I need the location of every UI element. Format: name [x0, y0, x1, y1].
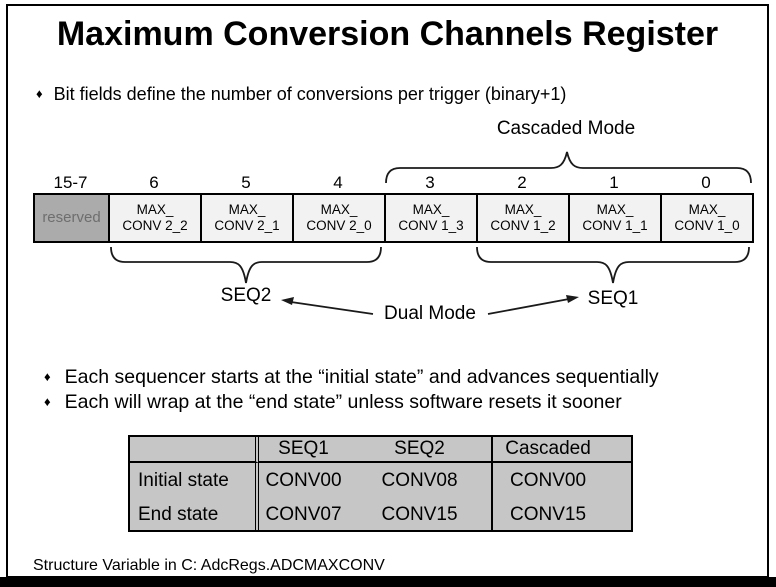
bullet-item: ♦ Each sequencer starts at the “initial …	[44, 366, 659, 389]
register-field: MAX_ CONV 1_1	[568, 193, 662, 243]
table-cell: CONV08	[376, 463, 493, 498]
register-field: MAX_ CONV 2_0	[292, 193, 386, 243]
footer-note: Structure Variable in C: AdcRegs.ADCMAXC…	[33, 557, 385, 574]
field-label-line2: CONV 1_2	[490, 218, 556, 233]
bullet-diamond-icon: ♦	[44, 369, 51, 384]
bullet-text: Each sequencer starts at the “initial st…	[64, 366, 659, 388]
register-field: MAX_ CONV 1_3	[384, 193, 478, 243]
field-label-line1: MAX_	[688, 202, 726, 217]
cascaded-mode-label: Cascaded Mode	[496, 118, 636, 139]
register-field: MAX_ CONV 2_2	[108, 193, 202, 243]
table-header-cascaded: Cascaded	[493, 437, 631, 463]
bullet-text: Each will wrap at the “end state” unless…	[64, 391, 622, 413]
bottom-black-bar	[0, 577, 776, 587]
dual-mode-label: Dual Mode	[384, 303, 476, 324]
register-bitfield-diagram: reserved MAX_ CONV 2_2 MAX_ CONV 2_1 MAX…	[33, 193, 754, 243]
table-cell: CONV07	[265, 504, 342, 525]
bit-number-label: 4	[333, 173, 343, 192]
bit-number-label: 1	[609, 173, 619, 192]
bit-number-label: 5	[241, 173, 251, 192]
field-label: reserved	[42, 209, 101, 226]
field-label-line1: MAX_	[136, 202, 174, 217]
bullet-diamond-icon: ♦	[36, 86, 43, 101]
bullet-diamond-icon: ♦	[44, 394, 51, 409]
field-label-line2: CONV 2_2	[122, 218, 188, 233]
table-cell: CONV15	[376, 498, 493, 532]
table-header-empty	[130, 437, 259, 463]
register-field-reserved: reserved	[33, 193, 110, 243]
field-label-line1: MAX_	[228, 202, 266, 217]
bit-number-label: 2	[517, 173, 527, 192]
page-title: Maximum Conversion Channels Register	[56, 15, 719, 53]
bit-number-label: 3	[425, 173, 435, 192]
bullet-item: ♦ Bit fields define the number of conver…	[36, 84, 566, 105]
bit-number-label: 0	[701, 173, 711, 192]
seq2-label: SEQ2	[220, 285, 272, 306]
field-label-line1: MAX_	[320, 202, 358, 217]
table-header-seq2: SEQ2	[376, 437, 493, 463]
table-header-seq1: SEQ1	[259, 437, 376, 463]
field-label-line2: CONV 2_1	[214, 218, 280, 233]
bit-number-label: 6	[149, 173, 159, 192]
register-field: MAX_ CONV 2_1	[200, 193, 294, 243]
table-cell: CONV00	[265, 469, 342, 491]
table-cell: CONV15	[509, 504, 587, 525]
bit-number-label: 15-7	[53, 173, 88, 192]
field-label-line2: CONV 1_0	[674, 218, 740, 233]
field-label-line1: MAX_	[412, 202, 450, 217]
field-label-line1: MAX_	[596, 202, 634, 217]
field-label-line2: CONV 1_3	[398, 218, 464, 233]
bullet-text: Bit fields define the number of conversi…	[53, 84, 567, 104]
table-row-label: End state	[130, 498, 259, 532]
register-field: MAX_ CONV 1_0	[660, 193, 754, 243]
field-label-line2: CONV 2_0	[306, 218, 372, 233]
field-label-line1: MAX_	[504, 202, 542, 217]
seq1-label: SEQ1	[587, 288, 639, 309]
bullet-item: ♦ Each will wrap at the “end state” unle…	[44, 391, 622, 414]
table-row-label: Initial state	[130, 463, 259, 498]
register-field: MAX_ CONV 1_2	[476, 193, 570, 243]
field-label-line2: CONV 1_1	[582, 218, 648, 233]
sequencer-state-table: SEQ1 SEQ2 Cascaded Initial state CONV00 …	[128, 435, 633, 532]
table-cell: CONV00	[509, 469, 587, 491]
